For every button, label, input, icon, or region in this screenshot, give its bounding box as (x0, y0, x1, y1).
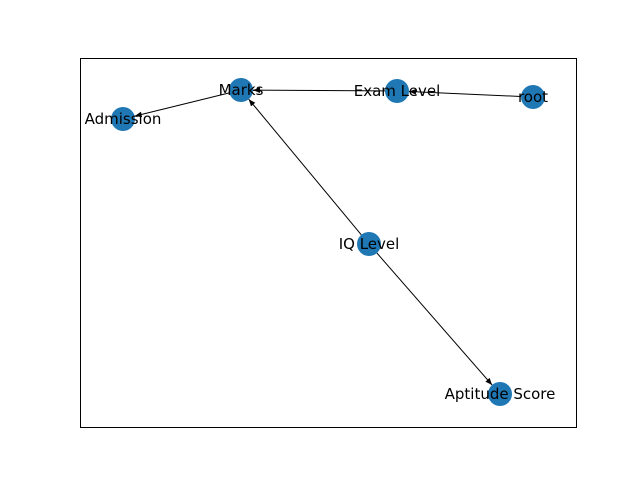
node-label-iq-level: IQ Level (339, 235, 400, 253)
node-label-marks: Marks (219, 81, 264, 99)
node-root (521, 85, 545, 109)
node-label-admission: Admission (85, 110, 162, 128)
nodes-layer (111, 78, 545, 406)
edge-exam-level-to-marks (252, 87, 386, 93)
node-marks (229, 78, 253, 102)
node-exam-level (385, 79, 409, 103)
node-label-root: root (518, 88, 548, 106)
edge-iq-level-to-aptitude-score (376, 252, 493, 386)
edge-marks-to-admission (134, 92, 230, 118)
node-aptitude-score (488, 382, 512, 406)
node-label-aptitude-score: Aptitude Score (445, 385, 556, 403)
edge-root-to-exam-level (408, 89, 522, 97)
plot-frame (80, 58, 577, 428)
edges-layer (134, 87, 522, 386)
node-label-exam-level: Exam Level (354, 82, 441, 100)
node-admission (111, 107, 135, 131)
edge-iq-level-to-marks (248, 98, 362, 236)
node-iq-level (357, 232, 381, 256)
